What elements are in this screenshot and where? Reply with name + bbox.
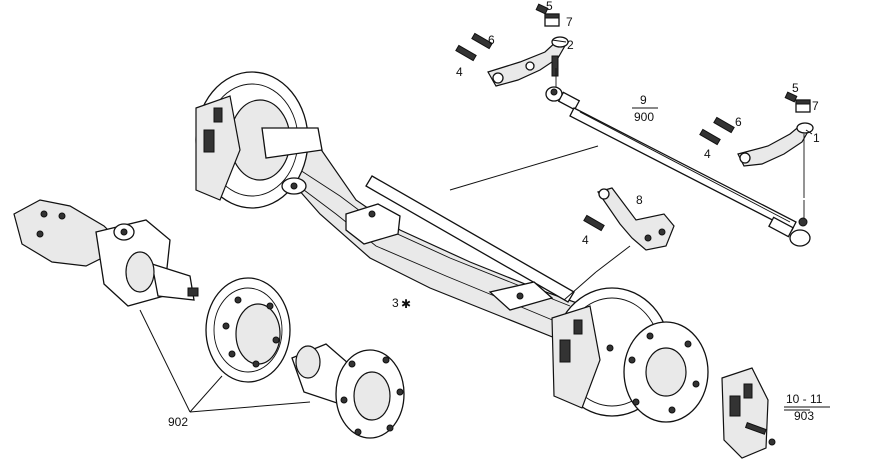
brake-assembly-right <box>551 287 709 423</box>
asterisk-symbol: ✱ <box>401 297 411 311</box>
callout-7-right: 7 <box>812 99 819 113</box>
brake-assembly-left <box>195 71 323 209</box>
tie-rod-end-left <box>545 68 581 111</box>
brake-disc <box>205 277 291 383</box>
bolt-right <box>699 116 735 146</box>
bolt-bracket <box>583 214 605 232</box>
callout-3: 3 <box>392 296 399 310</box>
callout-4-top: 4 <box>456 65 463 79</box>
nut-washer-right <box>784 91 811 113</box>
nut-washer-upper <box>535 3 560 27</box>
callout-10-11: 10 - 11 <box>786 392 823 406</box>
bracket-part-8 <box>597 187 675 251</box>
callout-9: 9 <box>640 93 647 107</box>
callout-900: 900 <box>634 110 654 124</box>
callout-903: 903 <box>794 409 814 423</box>
callout-4-right: 4 <box>704 147 711 161</box>
callout-8: 8 <box>636 193 643 207</box>
callout-6-right: 6 <box>735 115 742 129</box>
main-axle-beam <box>279 147 602 341</box>
callout-1: 1 <box>813 131 820 145</box>
callout-902: 902 <box>168 415 188 429</box>
callout-5-right: 5 <box>792 81 799 95</box>
bolt-upper-left <box>455 32 493 62</box>
steering-arm-upper <box>487 36 569 87</box>
tie-rod <box>569 107 797 231</box>
tie-rod-end-right <box>768 200 811 247</box>
callout-4-bracket: 4 <box>582 233 589 247</box>
callout-2: 2 <box>567 38 574 52</box>
steering-arm-right <box>737 122 814 198</box>
steering-knuckle <box>13 199 199 307</box>
callout-5-top: 5 <box>546 0 553 13</box>
callout-7-top: 7 <box>566 15 573 29</box>
brake-caliper <box>721 367 776 459</box>
wheel-hub <box>291 343 405 439</box>
leader-lines <box>139 39 813 413</box>
callout-6-top: 6 <box>488 33 495 47</box>
